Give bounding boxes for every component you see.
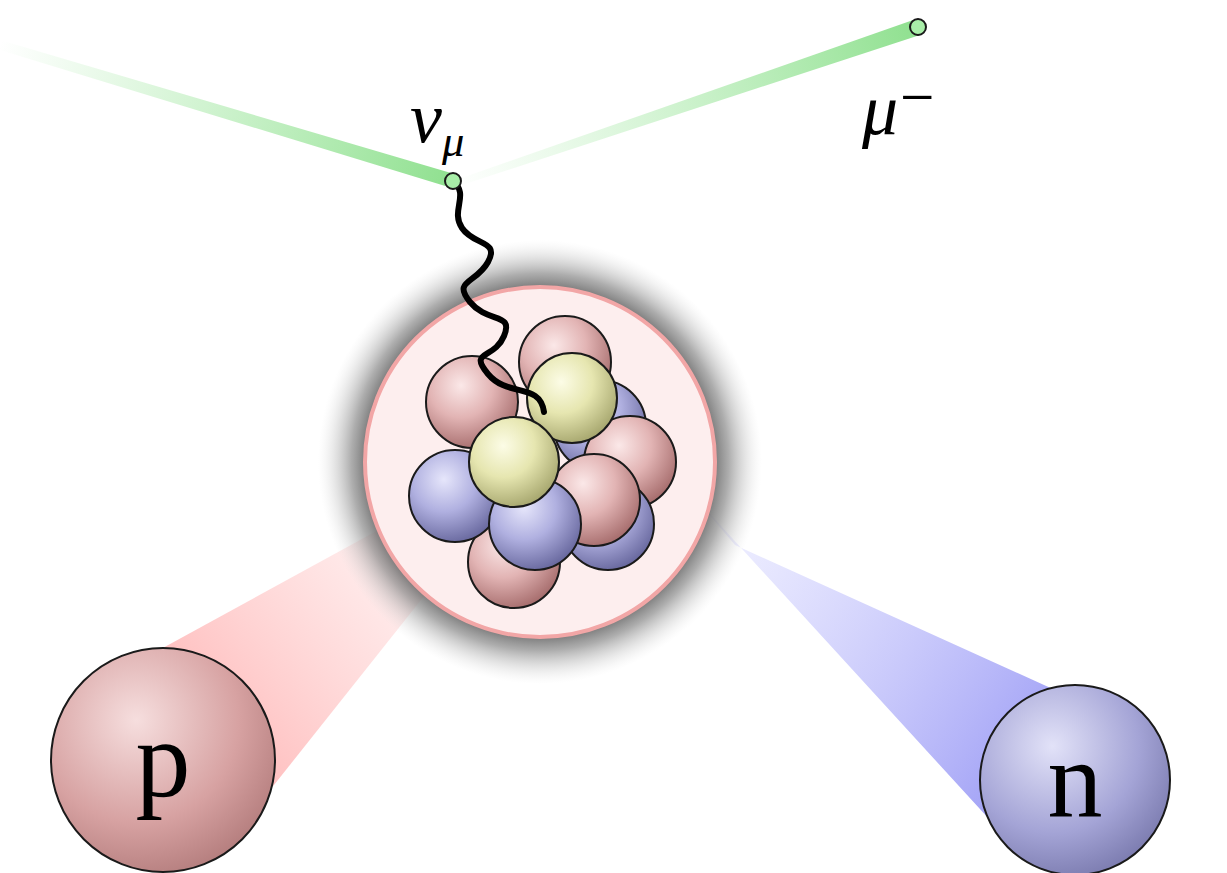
muon-neutrino-label: νμ bbox=[410, 82, 464, 164]
particle-symbol: p bbox=[136, 705, 191, 815]
muon-label: μ⁻ bbox=[862, 74, 936, 146]
proton-circle: p bbox=[50, 647, 276, 873]
particle-symbol: n bbox=[1048, 725, 1103, 835]
neutron-circle: n bbox=[979, 684, 1171, 873]
